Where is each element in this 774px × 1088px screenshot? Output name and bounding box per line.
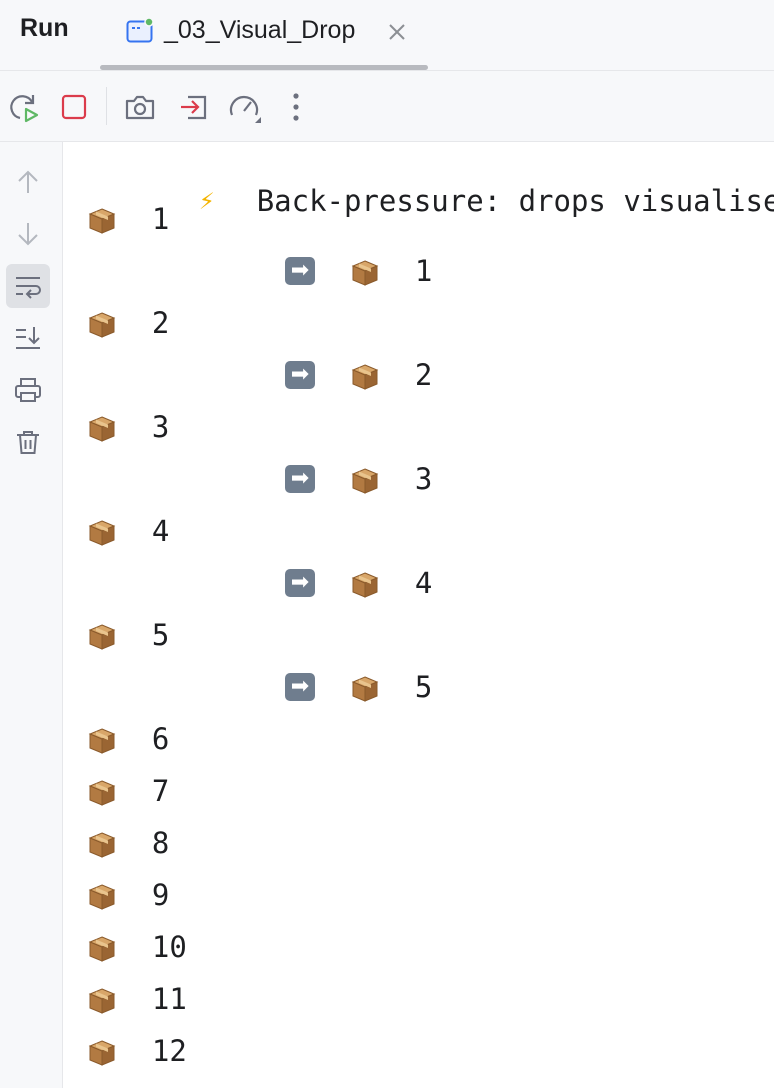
emit-line: 2 — [87, 304, 169, 356]
right-arrow-icon: ➡ — [285, 673, 315, 701]
line-value: 8 — [151, 826, 170, 860]
tab-label: _03_Visual_Drop — [164, 16, 356, 44]
receive-line: ➡ 5 — [285, 668, 432, 720]
line-value: 11 — [151, 982, 187, 1016]
right-arrow-icon: ➡ — [285, 465, 315, 493]
emit-line: 7 — [87, 772, 169, 824]
package-icon — [87, 774, 117, 808]
run-header: Run _03_Visual_Drop — [0, 0, 774, 71]
emit-line: 11 — [87, 980, 187, 1032]
line-value: 5 — [414, 670, 433, 704]
more-options-icon[interactable] — [278, 89, 314, 125]
scroll-to-end-icon[interactable] — [6, 316, 50, 360]
line-value: 2 — [414, 358, 433, 392]
rerun-icon[interactable] — [6, 89, 42, 125]
receive-line: ➡ 1 — [285, 252, 432, 304]
stop-icon[interactable] — [56, 89, 92, 125]
emit-line: 10 — [87, 928, 187, 980]
line-value: 12 — [151, 1034, 187, 1068]
package-icon — [87, 930, 117, 964]
package-icon — [87, 514, 117, 548]
package-icon — [87, 202, 117, 236]
package-icon — [350, 358, 380, 392]
tab-run-configuration[interactable]: _03_Visual_Drop — [100, 0, 428, 70]
package-icon — [350, 566, 380, 600]
line-value: 1 — [151, 202, 170, 236]
console-output[interactable]: ⚡ Back-pressure: drops visualised 1➡ 1 2… — [63, 142, 774, 1088]
emit-line: 8 — [87, 824, 169, 876]
right-arrow-icon: ➡ — [285, 361, 315, 389]
line-value: 7 — [151, 774, 170, 808]
receive-line: ➡ 4 — [285, 564, 432, 616]
package-icon — [350, 254, 380, 288]
line-value: 4 — [414, 566, 433, 600]
print-icon[interactable] — [6, 368, 50, 412]
package-icon — [87, 722, 117, 756]
performance-gauge-icon[interactable] — [226, 89, 262, 125]
package-icon — [87, 826, 117, 860]
tool-window-title: Run — [20, 14, 69, 42]
package-icon — [87, 410, 117, 444]
package-icon — [87, 878, 117, 912]
clear-all-icon[interactable] — [6, 420, 50, 464]
emit-line: 4 — [87, 512, 169, 564]
toolbar-separator — [106, 87, 107, 125]
line-value: 10 — [151, 930, 187, 964]
tab-selected-indicator — [100, 65, 428, 70]
right-arrow-icon: ➡ — [285, 569, 315, 597]
package-icon — [350, 462, 380, 496]
console-side-toolbar — [0, 142, 63, 1088]
receive-line: ➡ 2 — [285, 356, 432, 408]
emit-line: 1 — [87, 200, 169, 252]
line-value: 3 — [151, 410, 170, 444]
soft-wrap-icon[interactable] — [6, 264, 50, 308]
emit-line: 5 — [87, 616, 169, 668]
package-icon — [87, 618, 117, 652]
run-toolbar — [0, 71, 774, 142]
line-value: 9 — [151, 878, 170, 912]
run-config-icon — [126, 17, 154, 44]
right-arrow-icon: ➡ — [285, 257, 315, 285]
emit-line: 6 — [87, 720, 169, 772]
line-value: 2 — [151, 306, 170, 340]
emit-line: 12 — [87, 1032, 187, 1084]
camera-icon[interactable] — [122, 89, 158, 125]
line-value: 1 — [414, 254, 433, 288]
console-header-text: Back-pressure: drops visualised — [256, 184, 774, 218]
line-value: 5 — [151, 618, 170, 652]
package-icon — [87, 306, 117, 340]
lightning-icon: ⚡ — [198, 186, 215, 216]
scroll-down-icon[interactable] — [6, 212, 50, 256]
console-header-line: ⚡ Back-pressure: drops visualised — [87, 148, 774, 218]
emit-line: 3 — [87, 408, 169, 460]
scroll-up-icon[interactable] — [6, 160, 50, 204]
receive-line: ➡ 3 — [285, 460, 432, 512]
package-icon — [350, 670, 380, 704]
line-value: 4 — [151, 514, 170, 548]
package-icon — [87, 982, 117, 1016]
line-value: 6 — [151, 722, 170, 756]
line-value: 3 — [414, 462, 433, 496]
close-icon[interactable] — [386, 21, 408, 43]
exit-icon[interactable] — [176, 89, 212, 125]
emit-line: 9 — [87, 876, 169, 928]
package-icon — [87, 1034, 117, 1068]
